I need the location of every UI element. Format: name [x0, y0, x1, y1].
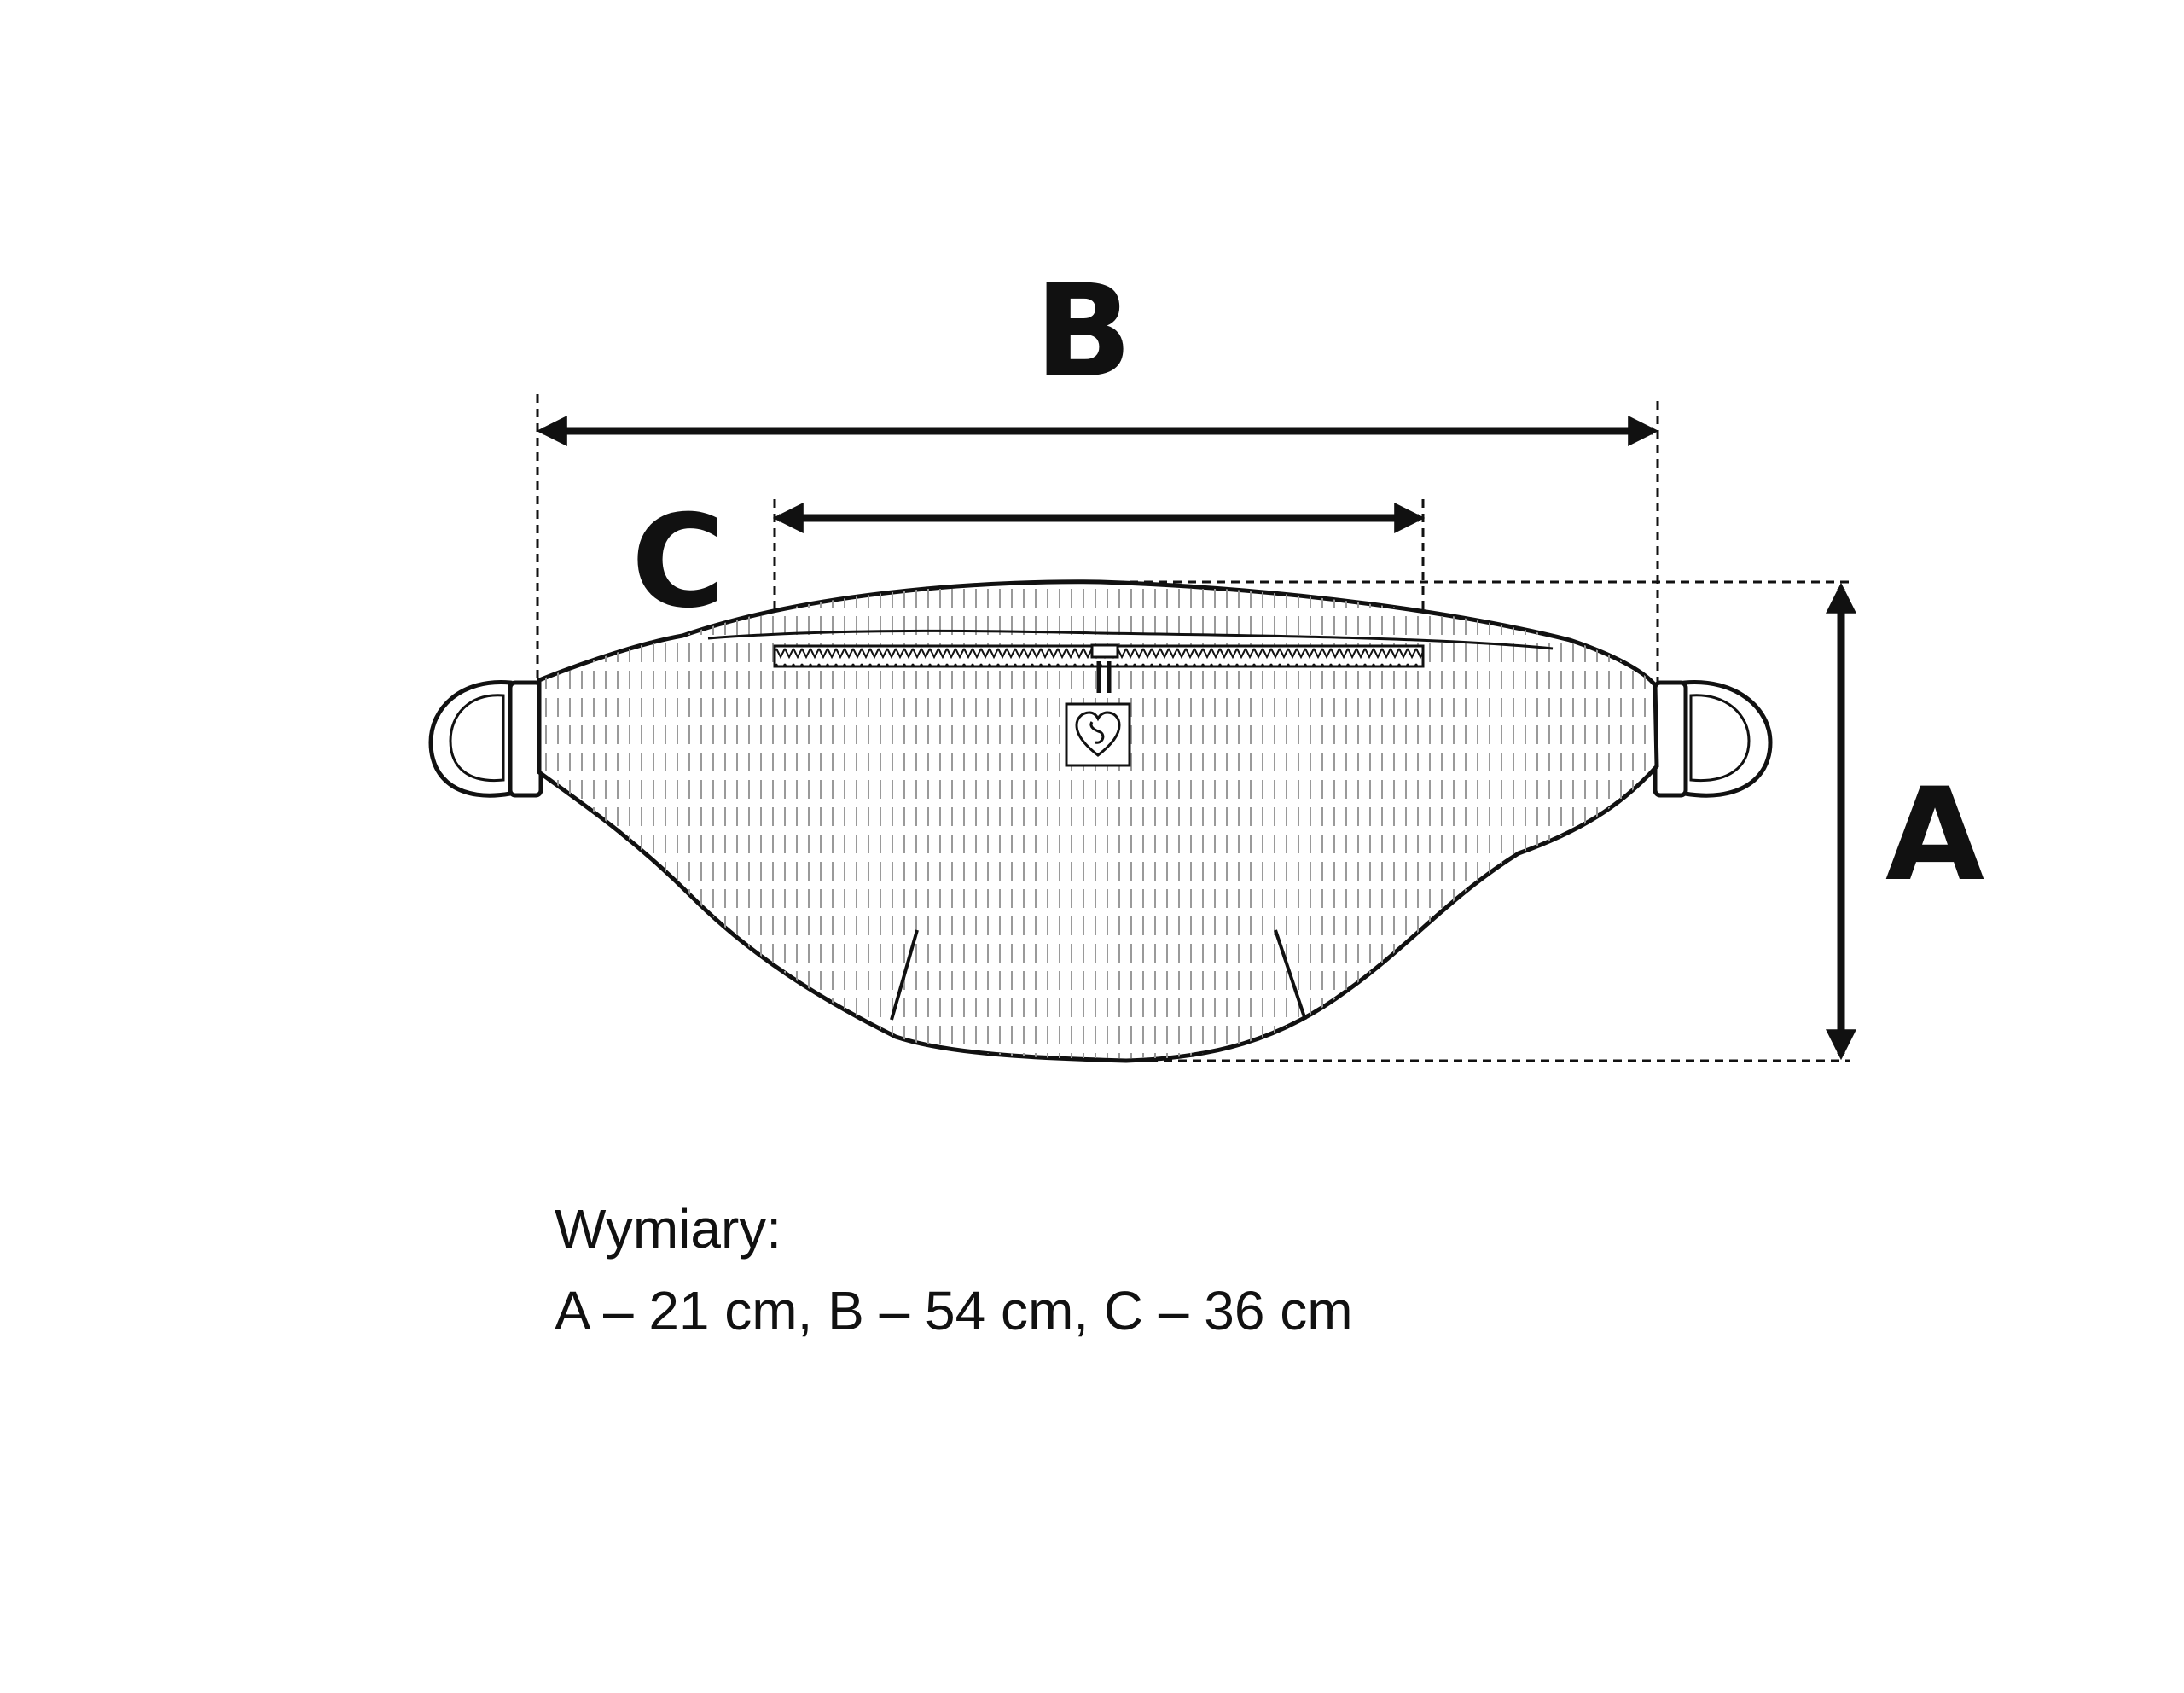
heart-ds-logo-icon: [1065, 702, 1131, 767]
bag-illustration: [537, 579, 1659, 1063]
left-d-ring: [428, 680, 543, 798]
left-dart-seam: [890, 929, 919, 1021]
right-d-ring: [1653, 680, 1773, 798]
dimensions-values: A – 21 cm, B – 54 cm, C – 36 cm: [555, 1280, 1353, 1341]
dimension-a-label: A: [1885, 761, 1984, 910]
zipper-pull: [1090, 643, 1119, 693]
dimension-b: B: [536, 258, 1659, 687]
dimension-c: C: [631, 488, 1426, 667]
dimensions-title: Wymiary:: [555, 1198, 782, 1260]
bag-flap-seam: [707, 629, 1554, 650]
dimensions-caption: Wymiary: A – 21 cm, B – 54 cm, C – 36 cm: [555, 1188, 1353, 1352]
right-dart-seam: [1274, 929, 1307, 1021]
bag-outline: [537, 579, 1659, 1063]
dimension-c-label: C: [631, 488, 725, 637]
dimension-b-label: B: [1035, 258, 1132, 406]
dimension-a: A: [1101, 580, 1984, 1062]
